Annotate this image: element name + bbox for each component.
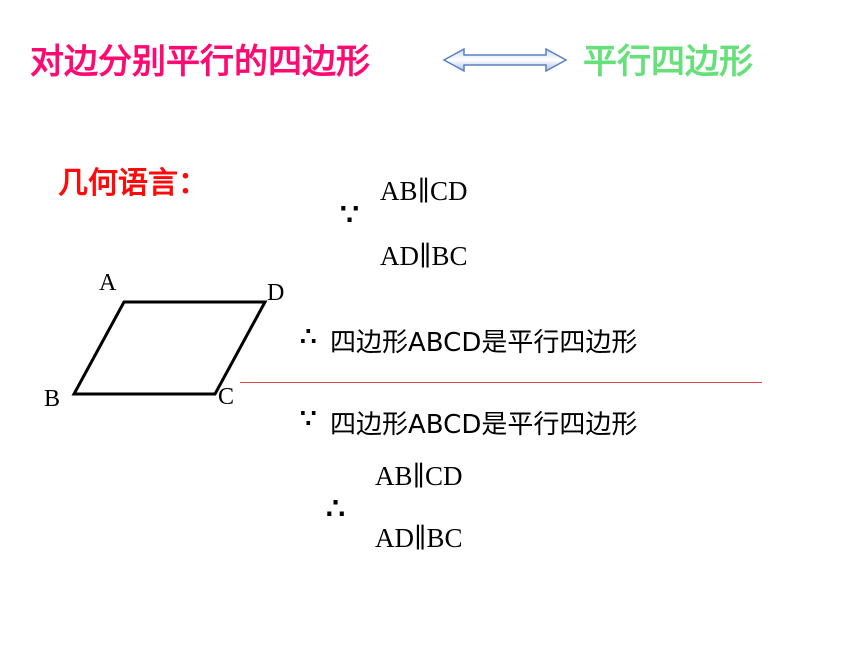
definition-left-text: 对边分别平行的四边形 [30, 42, 370, 82]
vertex-label-d: D [267, 280, 285, 306]
conclusion-parallelogram: 四边形ABCD是平行四边形 [330, 328, 638, 358]
parallelogram-shape [71, 300, 268, 396]
statement-ad-parallel-bc: AD∥BC [380, 241, 468, 271]
statement-ab-parallel-cd: AB∥CD [380, 176, 468, 206]
premise-parallelogram: 四边形ABCD是平行四边形 [330, 410, 638, 440]
divider-line [240, 382, 762, 383]
vertex-label-c: C [218, 384, 235, 410]
definition-right-text: 平行四边形 [583, 42, 753, 82]
geometric-language-label: 几何语言： [58, 166, 208, 201]
because-symbol: ∵ [340, 198, 360, 233]
therefore-symbol: ∴ [326, 492, 346, 527]
vertex-label-a: A [99, 270, 117, 296]
statement-ad-parallel-bc: AD∥BC [375, 523, 463, 553]
parallelogram-figure [71, 300, 268, 396]
vertex-label-b: B [44, 386, 61, 412]
therefore-symbol: ∴ [300, 322, 317, 352]
statement-ab-parallel-cd: AB∥CD [375, 461, 463, 491]
because-symbol: ∵ [300, 404, 317, 434]
double-arrow-icon [442, 47, 568, 77]
